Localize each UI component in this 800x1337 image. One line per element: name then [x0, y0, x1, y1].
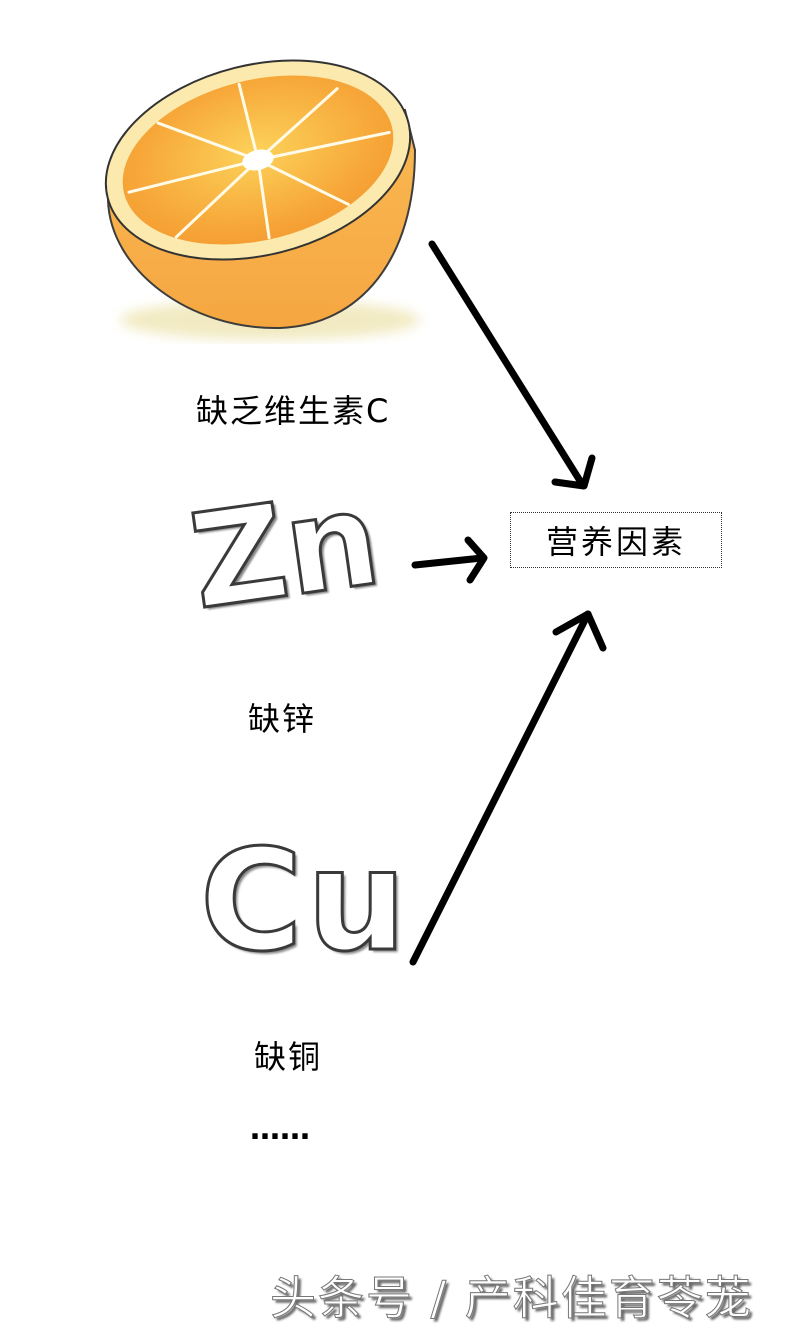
- zinc-symbol: Zn: [181, 461, 390, 641]
- arrow-copper-to-target: [409, 610, 607, 966]
- ellipsis: ……: [250, 1112, 310, 1147]
- watermark: 头条号 / 产科佳育苓茏: [270, 1271, 753, 1326]
- arrow-vitamin-c-to-target: [428, 240, 596, 490]
- copper-symbol: Cu: [198, 819, 411, 985]
- target-nutritional-factors: 营养因素: [510, 512, 722, 568]
- orange-icon: [104, 59, 420, 340]
- label-vitamin-c-deficiency: 缺乏维生素C: [196, 392, 391, 430]
- label-copper-deficiency: 缺铜: [254, 1038, 323, 1076]
- label-zinc-deficiency: 缺锌: [248, 700, 317, 738]
- arrow-zinc-to-target: [411, 536, 488, 584]
